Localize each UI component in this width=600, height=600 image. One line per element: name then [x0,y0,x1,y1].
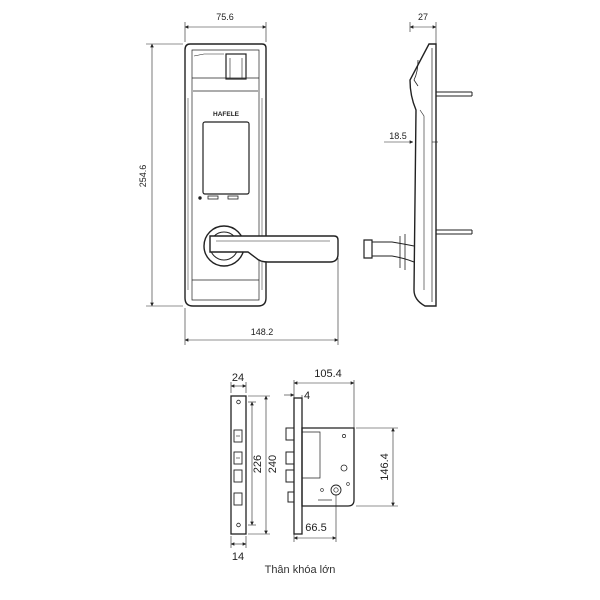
dim-faceplate-bottom: 14 [232,551,244,563]
dim-side-depth: 27 [418,12,428,22]
front-view: HAFELE [146,22,339,345]
dim-faceplate-hole-span: 226 [252,455,264,473]
mortise-body-view [284,380,398,542]
dim-side-thickness: 18.5 [389,131,407,141]
dim-body-height: 146.4 [379,453,391,481]
side-handle [363,239,373,259]
mortise-case [301,427,355,507]
dim-backset: 66.5 [305,522,326,534]
side-view [363,22,473,307]
faceplate-outline [230,395,247,535]
dim-height: 254.6 [138,165,148,188]
dim-front-width: 75.6 [216,12,234,22]
side-body-outline [409,43,437,307]
dim-body-width: 105.4 [314,368,342,380]
lever-handle [209,235,339,263]
dim-faceplate-width: 24 [232,372,244,384]
fingerprint-slot [225,53,247,80]
mortise-faceplate [293,397,303,535]
keypad-panel [202,121,250,195]
dim-faceplate-height: 240 [267,455,279,473]
diagram-caption: Thân khóa lớn [264,564,336,576]
dim-body-offset: 4 [304,390,310,402]
brand-logo: HAFELE [213,111,240,118]
dim-handle-length: 148.2 [251,327,274,337]
front-body-outline [184,43,267,307]
faceplate-view [230,382,270,548]
indicator-dot-icon [198,196,202,200]
